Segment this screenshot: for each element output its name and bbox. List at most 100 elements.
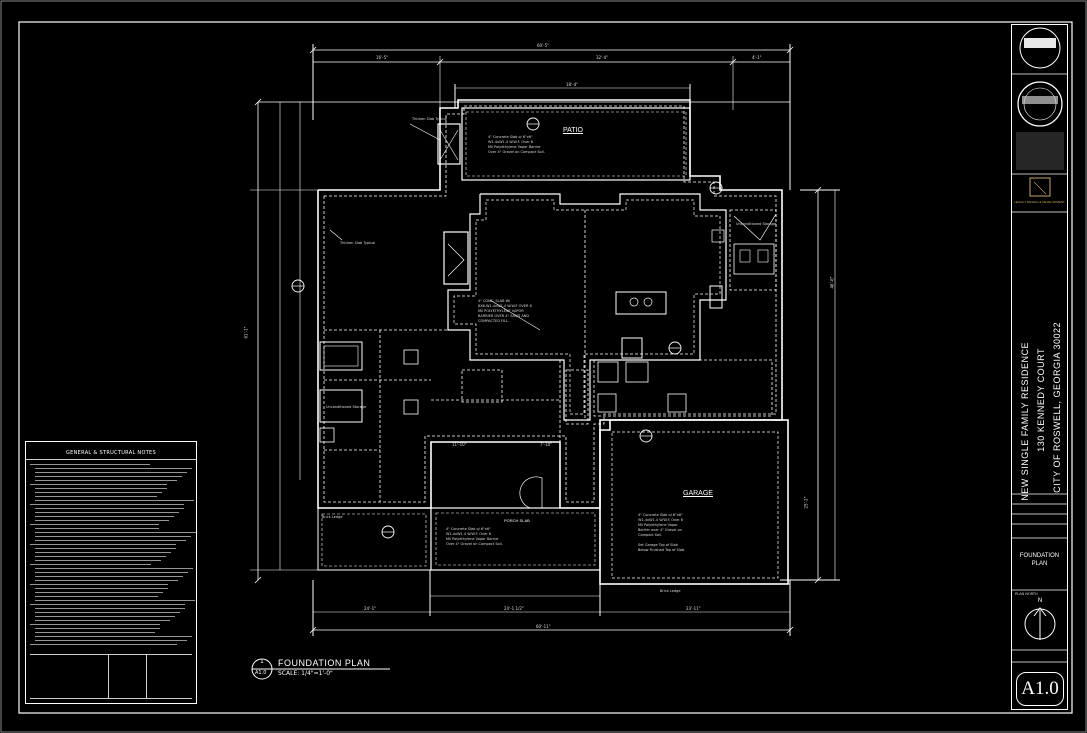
note-text-line bbox=[35, 576, 183, 577]
note-text-line bbox=[35, 620, 170, 621]
note-text-line bbox=[35, 472, 187, 473]
plan-scale: SCALE: 1/4"=1'-0" bbox=[278, 670, 333, 677]
note-text-line bbox=[30, 544, 176, 545]
dimension-overall-top: 60'-5" bbox=[537, 43, 550, 48]
note-text-line bbox=[35, 572, 188, 573]
note-text-line bbox=[35, 500, 194, 501]
note-text-line bbox=[35, 468, 192, 469]
general-structural-notes: GENERAL & STRUCTURAL NOTES bbox=[25, 441, 197, 704]
note-text-line bbox=[35, 508, 184, 509]
svg-text:Brick Ledge: Brick Ledge bbox=[660, 589, 681, 593]
notes-title: GENERAL & STRUCTURAL NOTES bbox=[66, 450, 156, 456]
svg-text:Mil Polyethylene Vapor: Mil Polyethylene Vapor bbox=[638, 523, 678, 527]
note-text-line bbox=[35, 600, 195, 601]
note-text-line bbox=[30, 504, 184, 505]
note-text-line bbox=[35, 632, 155, 633]
note-text-line bbox=[30, 484, 167, 485]
plan-title: FOUNDATION PLAN bbox=[278, 658, 371, 668]
porch-slab-label: PORCH SLAB bbox=[504, 518, 530, 523]
note-text-line bbox=[35, 628, 160, 629]
svg-text:Compact Soil.: Compact Soil. bbox=[638, 533, 662, 537]
svg-text:Over 4" Gravel on Compact Soil: Over 4" Gravel on Compact Soil. bbox=[446, 542, 503, 546]
project-name: NEW SINGLE FAMILY RESIDENCE bbox=[1020, 342, 1030, 501]
dimension-bottom-a: 24'-1" bbox=[364, 606, 377, 611]
note-text-line bbox=[30, 564, 151, 565]
svg-text:Thicken Slab Typical: Thicken Slab Typical bbox=[339, 241, 375, 245]
plan-title-symbol bbox=[251, 658, 390, 680]
sheet-number: A1.0 bbox=[1016, 672, 1064, 706]
garage-label: GARAGE bbox=[683, 490, 713, 497]
firm-logo bbox=[1019, 27, 1061, 69]
architect-seal bbox=[1016, 81, 1064, 170]
note-text-line bbox=[35, 568, 193, 569]
note-text-line bbox=[30, 464, 150, 465]
note-text-line bbox=[35, 636, 192, 637]
svg-text:W1.4xW1.4 W.W.F. Over 6: W1.4xW1.4 W.W.F. Over 6 bbox=[638, 518, 683, 522]
note-text-line bbox=[35, 616, 175, 617]
svg-text:Below Finished Top of Slab.: Below Finished Top of Slab. bbox=[638, 548, 685, 552]
notes-divider bbox=[26, 459, 196, 460]
dimension-top-right: 4'-1" bbox=[752, 55, 762, 60]
dimension-overall-bottom: 60'-11" bbox=[536, 624, 551, 629]
dimension-top-mid: 32'-4" bbox=[596, 55, 609, 60]
detail-sheet-ref: A1.0 bbox=[255, 670, 267, 676]
notes-table-bottom bbox=[30, 698, 192, 699]
patio-label: PATIO bbox=[563, 127, 583, 134]
detail-number: 1 bbox=[260, 658, 264, 665]
note-text-line bbox=[35, 548, 176, 549]
note-text-line bbox=[30, 624, 160, 625]
north-letter: N bbox=[1037, 598, 1043, 604]
dimension-bottom-c: 23'-11" bbox=[686, 606, 701, 611]
note-text-line bbox=[35, 560, 161, 561]
notes-table-col bbox=[146, 654, 147, 698]
dimension-right-height: 46'-6" bbox=[829, 276, 835, 289]
svg-text:6X6-W1.4xW1.4 W.W.F OVER 6: 6X6-W1.4xW1.4 W.W.F OVER 6 bbox=[478, 304, 532, 308]
svg-text:Mil Polyethylene Vapor Barrier: Mil Polyethylene Vapor Barrier bbox=[488, 145, 541, 149]
legacy-text: LEGACY DESIGN & DEVELOPMENT bbox=[1014, 200, 1065, 204]
note-text-line bbox=[35, 520, 169, 521]
note-text-line bbox=[35, 612, 180, 613]
note-text-line bbox=[35, 540, 186, 541]
svg-text:W1.4xW1.4 W.W.F. Over 6: W1.4xW1.4 W.W.F. Over 6 bbox=[446, 532, 491, 536]
north-arrow bbox=[1024, 607, 1056, 640]
svg-text:Mil Polyethylene Vapor Barrier: Mil Polyethylene Vapor Barrier bbox=[446, 537, 499, 541]
dimension-room-11: 11'-10" bbox=[452, 442, 467, 447]
dimension-room-7: 7'-10" bbox=[540, 442, 553, 447]
note-text-line bbox=[35, 532, 196, 533]
note-text-line bbox=[35, 640, 187, 641]
note-text-line bbox=[35, 528, 159, 529]
note-text-line bbox=[35, 580, 178, 581]
sheet-title-line1: FOUNDATION bbox=[1019, 553, 1060, 559]
dimension-garage-depth: 25'-2" bbox=[803, 496, 809, 509]
dimension-patio-width: 18'-4" bbox=[566, 82, 579, 87]
note-text-line bbox=[35, 556, 166, 557]
note-text-line bbox=[35, 536, 191, 537]
svg-text:COMPACTED FILL.: COMPACTED FILL. bbox=[478, 319, 509, 323]
svg-text:Set Garage Top of Slab: Set Garage Top of Slab bbox=[638, 543, 679, 547]
note-text-line bbox=[30, 584, 168, 585]
notes-table-col bbox=[108, 654, 109, 698]
dimension-left-height: 61'-1" bbox=[243, 326, 249, 339]
notes-table-top bbox=[30, 654, 192, 655]
note-text-line bbox=[35, 476, 182, 477]
note-text-line bbox=[35, 496, 157, 497]
svg-text:4" CONC. SLAB W/: 4" CONC. SLAB W/ bbox=[478, 299, 511, 303]
svg-text:Barrier over 4" Gravel on: Barrier over 4" Gravel on bbox=[638, 528, 682, 532]
svg-text:Over 4" Gravel on Compact Soil: Over 4" Gravel on Compact Soil. bbox=[488, 150, 545, 154]
sheet-border-inner bbox=[18, 21, 1073, 714]
svg-text:BARRIER OVER 4" SAND AND: BARRIER OVER 4" SAND AND bbox=[478, 314, 529, 318]
svg-text:Unconditioned Storage: Unconditioned Storage bbox=[326, 405, 366, 409]
note-text-line bbox=[35, 588, 168, 589]
note-text-line bbox=[35, 480, 177, 481]
plan-north-label: PLAN NORTH bbox=[1015, 592, 1038, 596]
svg-text:Thicken Slab Typical: Thicken Slab Typical bbox=[411, 117, 447, 121]
dimension-top-left: 16'-5" bbox=[376, 55, 389, 60]
svg-text:Brick Ledge: Brick Ledge bbox=[322, 515, 343, 519]
svg-text:Mil POLYETHYLENE VAPOR: Mil POLYETHYLENE VAPOR bbox=[478, 309, 524, 313]
svg-text:Unconditioned Storage: Unconditioned Storage bbox=[736, 222, 776, 226]
note-text-line bbox=[35, 492, 162, 493]
note-text-line bbox=[30, 524, 159, 525]
